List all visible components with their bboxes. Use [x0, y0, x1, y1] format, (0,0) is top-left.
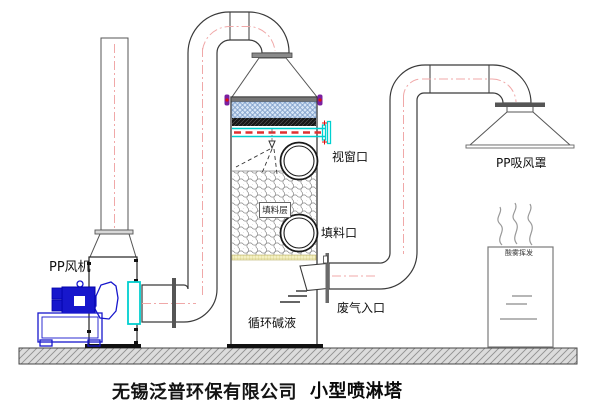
- label-viewport: 视窗口: [332, 150, 369, 164]
- duct-centerlines: [142, 25, 276, 304]
- fume-lines: [497, 202, 533, 246]
- tank-level-marks: [500, 295, 537, 320]
- duct-flange: [172, 278, 176, 328]
- packing-support-grid: [231, 254, 317, 261]
- packing-port-circle: [279, 213, 319, 253]
- fan-base-frame: [37, 312, 103, 347]
- fan-motor: [51, 280, 96, 314]
- product-name: 小型喷淋塔: [310, 381, 403, 402]
- hood-flange: [495, 102, 545, 107]
- label-pp-fan: PP风机: [49, 260, 91, 275]
- inlet-centerlines: [332, 78, 517, 277]
- acid-tank: [487, 202, 554, 348]
- stack-transition-cone: [89, 233, 137, 258]
- label-packing-port: 填料口: [321, 226, 358, 240]
- ground-hatched-strip: [18, 347, 578, 365]
- fan-outlet-flex-connector: [127, 281, 141, 325]
- tower-top-cone: [231, 57, 319, 98]
- spray-tower: [224, 94, 332, 348]
- liquid-level-marks: [280, 290, 307, 303]
- tower-base: [227, 344, 323, 348]
- label-packing-layer: 填料层: [262, 206, 288, 216]
- gas-inlet-duct: [299, 64, 532, 303]
- fan-baseline: [85, 344, 141, 348]
- spray-header: [232, 120, 332, 145]
- mesh-support-band: [232, 118, 316, 126]
- label-packing-layer-box: 填料层: [259, 202, 291, 218]
- pp-fan: [37, 256, 141, 348]
- spray-nozzle: [235, 129, 278, 175]
- tower-rim: [230, 96, 318, 103]
- company-name: 无锡泛普环保有限公司: [112, 382, 297, 402]
- stack-flange: [94, 229, 134, 235]
- rim-bolts: [224, 94, 323, 106]
- inlet-flange-plate: [325, 253, 329, 303]
- main-elbow-duct: [141, 11, 293, 328]
- hood-lip: [465, 144, 575, 149]
- demister-mesh: [231, 101, 317, 119]
- label-gas-inlet: 废气入口: [337, 301, 386, 315]
- suction-hood: [465, 102, 575, 149]
- hood-cone: [468, 111, 572, 146]
- label-circulating-liquid: 循环碱液: [248, 316, 297, 330]
- viewport-circle: [279, 141, 319, 181]
- exhaust-stack: [89, 37, 137, 258]
- label-suction-hood: PP吸风罩: [496, 156, 547, 170]
- tower-top-flange: [251, 52, 293, 58]
- label-acid-mist: 酸雾挥发: [505, 249, 533, 257]
